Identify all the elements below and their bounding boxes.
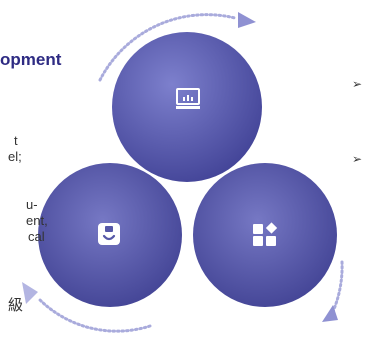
top-arc: [98, 13, 237, 82]
bottom-arc: [38, 298, 152, 333]
tablet-user-icon: [98, 223, 120, 245]
bullet-1: ➢: [352, 77, 363, 91]
bullet-2: ➢: [352, 152, 363, 166]
apps-grid-icon: [253, 222, 278, 246]
text-line-4: ent,: [26, 213, 48, 228]
right-circle: [193, 163, 337, 307]
top-arrowhead: [238, 12, 256, 28]
right-arrowhead: [322, 305, 338, 322]
text-line-1: t: [14, 133, 18, 148]
monitor-chart-icon: [176, 88, 200, 109]
section-heading: opment: [0, 50, 62, 69]
left-arrowhead: [22, 282, 38, 304]
text-line-2: el;: [8, 149, 22, 164]
text-line-6: 級: [8, 297, 24, 314]
text-line-3: u-: [26, 197, 38, 212]
text-line-5: cal: [28, 229, 45, 244]
